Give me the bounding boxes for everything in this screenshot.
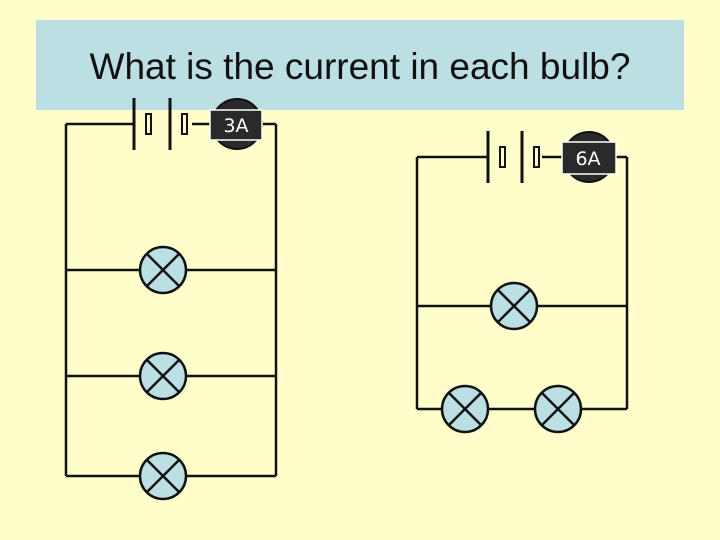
bulb-icon bbox=[138, 451, 188, 501]
title-band bbox=[36, 20, 684, 110]
bulb-icon bbox=[138, 351, 188, 401]
right-circuit: 6A bbox=[415, 129, 629, 434]
cell-icon bbox=[486, 129, 507, 185]
bulb-icon bbox=[489, 281, 539, 331]
right-circuit-wires bbox=[415, 155, 629, 411]
cell-icon bbox=[168, 96, 189, 152]
cell-icon bbox=[132, 96, 153, 152]
ammeter-reading: 6A bbox=[575, 148, 600, 170]
ammeter-reading: 3A bbox=[223, 115, 248, 137]
cell-icon bbox=[520, 129, 541, 185]
slide-title: What is the current in each bulb? bbox=[89, 46, 631, 87]
bulb-icon bbox=[440, 384, 490, 434]
ammeter-icon: 6A bbox=[561, 131, 617, 183]
left-circuit: 3A bbox=[64, 96, 278, 501]
left-circuit-wires bbox=[64, 122, 278, 478]
bulb-icon bbox=[533, 384, 583, 434]
ammeter-icon: 3A bbox=[209, 98, 263, 150]
bulb-icon bbox=[138, 245, 188, 295]
